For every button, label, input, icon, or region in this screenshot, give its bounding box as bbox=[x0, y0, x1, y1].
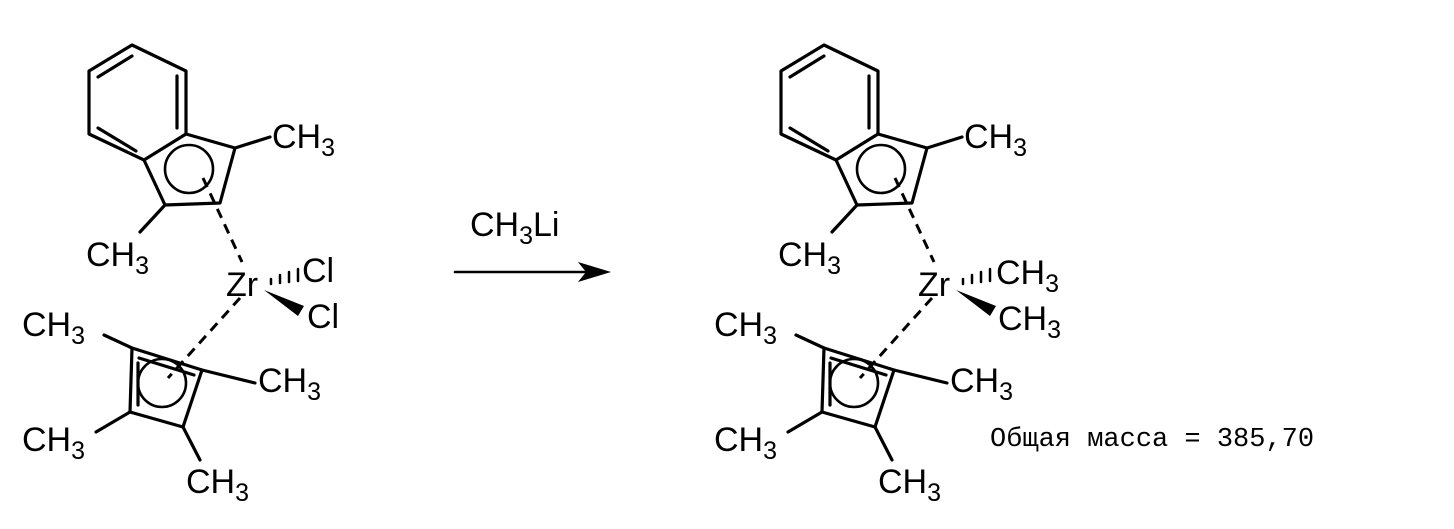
product-benzene-ring bbox=[781, 45, 878, 160]
product-wedge-bond bbox=[956, 290, 996, 316]
reactant-structure: CH3 CH3 Zr Cl Cl CH3 CH3 bbox=[22, 45, 339, 507]
reaction-arrow-group: CH3Li bbox=[455, 206, 611, 282]
product-ch3-label: CH3 bbox=[950, 362, 1013, 406]
reactant-cl-label: Cl bbox=[307, 298, 339, 336]
product-ch3-label: CH3 bbox=[714, 421, 777, 465]
reactant-ch3-label: CH3 bbox=[86, 236, 149, 280]
reagent-label: CH3Li bbox=[470, 206, 559, 250]
reactant-benzene-ring bbox=[89, 45, 186, 160]
reactant-cp-ring bbox=[96, 335, 255, 460]
reactant-wedge-bond bbox=[264, 290, 304, 316]
product-zr-label: Zr bbox=[918, 266, 950, 304]
product-ch3-label: CH3 bbox=[998, 300, 1061, 344]
reactant-ch3-label: CH3 bbox=[258, 362, 321, 406]
reactant-cl-label: Cl bbox=[302, 252, 334, 290]
product-ch3-label: CH3 bbox=[996, 254, 1059, 298]
product-ch3-label: CH3 bbox=[778, 236, 841, 280]
reactant-ch3-label: CH3 bbox=[22, 306, 85, 350]
product-hashed-bond bbox=[963, 269, 990, 284]
reactant-ch3-label: CH3 bbox=[186, 463, 249, 507]
reactant-zr-label: Zr bbox=[226, 266, 258, 304]
reactant-hashed-bond bbox=[271, 269, 298, 284]
reactant-ch3-label: CH3 bbox=[22, 421, 85, 465]
product-ch3-label: CH3 bbox=[964, 118, 1027, 162]
product-ch3-label: CH3 bbox=[878, 463, 941, 507]
product-cp-ring bbox=[788, 335, 947, 460]
reactant-ch3-label: CH3 bbox=[272, 118, 335, 162]
product-ch3-label: CH3 bbox=[714, 306, 777, 350]
total-mass-label: Общая масса = 385,70 bbox=[990, 425, 1314, 455]
